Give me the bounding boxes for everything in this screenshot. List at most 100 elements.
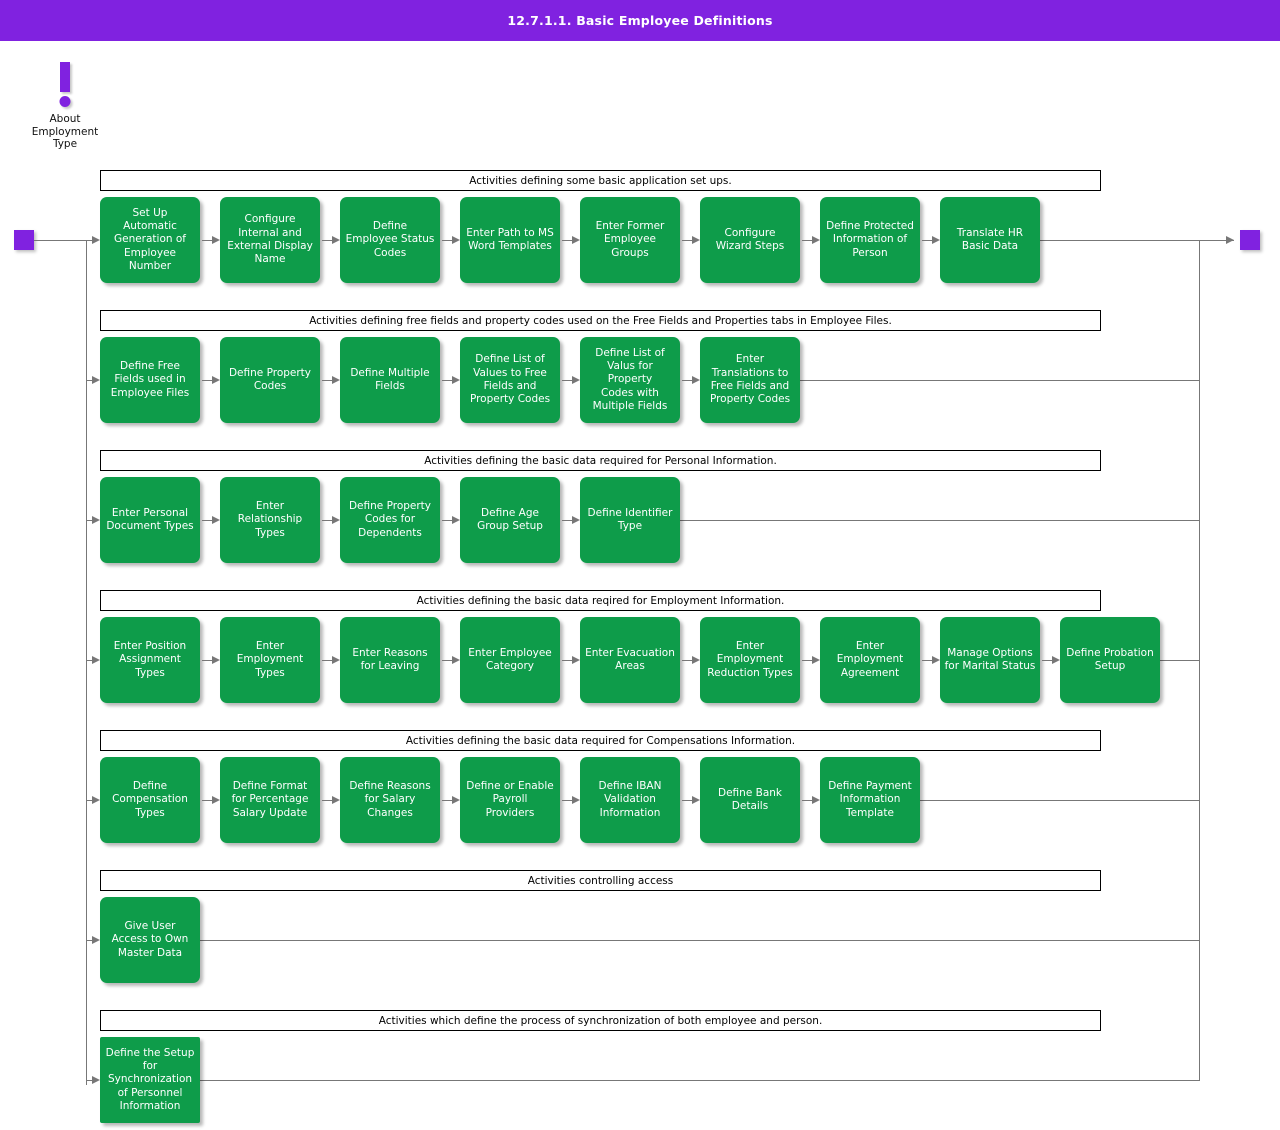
node-define-compensation-types[interactable]: Define Compensation Types bbox=[100, 757, 200, 843]
connector-seg bbox=[442, 380, 456, 381]
node-define-payment-information-template[interactable]: Define Payment Information Template bbox=[820, 757, 920, 843]
connector-seg bbox=[922, 660, 936, 661]
connector-arrow bbox=[332, 655, 340, 664]
node-define-format-for-percentage-salary-update[interactable]: Define Format for Percentage Salary Upda… bbox=[220, 757, 320, 843]
group-header-compensations-information: Activities defining the basic data requi… bbox=[100, 730, 1101, 751]
connector-seg bbox=[562, 660, 576, 661]
connector-arrow bbox=[452, 655, 460, 664]
node-manage-options-for-marital-status[interactable]: Manage Options for Marital Status bbox=[940, 617, 1040, 703]
node-set-up-automatic-generation-of-employee-number[interactable]: Set Up Automatic Generation of Employee … bbox=[100, 197, 200, 283]
connector-arrow bbox=[332, 515, 340, 524]
node-enter-former-employee-groups[interactable]: Enter Former Employee Groups bbox=[580, 197, 680, 283]
node-define-protected-information-of-person[interactable]: Define Protected Information of Person bbox=[820, 197, 920, 283]
start-terminator[interactable] bbox=[14, 230, 34, 250]
connector-row1-out bbox=[1040, 240, 1234, 241]
connector-seg bbox=[442, 240, 456, 241]
connector-row6-out bbox=[200, 940, 1200, 941]
node-define-age-group-setup[interactable]: Define Age Group Setup bbox=[460, 477, 560, 563]
connector-branch-h bbox=[86, 800, 96, 801]
connector-seg bbox=[202, 660, 216, 661]
connector-seg bbox=[682, 800, 696, 801]
connector-seg bbox=[202, 520, 216, 521]
exclamation-mark-icon bbox=[22, 62, 108, 110]
node-define-property-codes[interactable]: Define Property Codes bbox=[220, 337, 320, 423]
node-define-iban-validation-information[interactable]: Define IBAN Validation Information bbox=[580, 757, 680, 843]
connector-left-spine bbox=[86, 240, 87, 1085]
connector-seg bbox=[1042, 660, 1056, 661]
connector-arrow bbox=[452, 375, 460, 384]
connector-arrow bbox=[92, 515, 100, 524]
connector-arrow bbox=[572, 655, 580, 664]
connector-seg bbox=[802, 660, 816, 661]
note-caption: About Employment Type bbox=[31, 113, 99, 150]
node-configure-internal-and-external-display-name[interactable]: Configure Internal and External Display … bbox=[220, 197, 320, 283]
connector-row2-up bbox=[1199, 240, 1200, 380]
connector-arrow bbox=[92, 655, 100, 664]
connector-arrow bbox=[92, 375, 100, 384]
node-enter-translations-to-free-fields-and-property-codes[interactable]: Enter Translations to Free Fields and Pr… bbox=[700, 337, 800, 423]
connector-arrow bbox=[932, 235, 940, 244]
connector-row7-out bbox=[200, 1080, 1200, 1081]
node-define-employee-status-codes[interactable]: Define Employee Status Codes bbox=[340, 197, 440, 283]
connector-seg bbox=[442, 660, 456, 661]
connector-seg bbox=[682, 380, 696, 381]
connector-row3-out bbox=[680, 520, 1200, 521]
node-enter-employee-category[interactable]: Enter Employee Category bbox=[460, 617, 560, 703]
connector-arrow bbox=[92, 795, 100, 804]
connector-row2-out bbox=[800, 380, 1200, 381]
connector-seg bbox=[442, 520, 456, 521]
node-define-free-fields-used-in-employee-files[interactable]: Define Free Fields used in Employee File… bbox=[100, 337, 200, 423]
connector-arrow bbox=[812, 795, 820, 804]
connector-arrow bbox=[692, 795, 700, 804]
connector-row5-out bbox=[920, 800, 1200, 801]
node-define-property-codes-for-dependents[interactable]: Define Property Codes for Dependents bbox=[340, 477, 440, 563]
exclamation-bar bbox=[60, 62, 70, 92]
connector-start-h bbox=[34, 240, 96, 241]
node-enter-path-to-ms-word-templates[interactable]: Enter Path to MS Word Templates bbox=[460, 197, 560, 283]
node-enter-employment-reduction-types[interactable]: Enter Employment Reduction Types bbox=[700, 617, 800, 703]
connector-branch-h bbox=[86, 1080, 96, 1081]
node-enter-employment-agreement[interactable]: Enter Employment Agreement bbox=[820, 617, 920, 703]
connector-arrow bbox=[332, 235, 340, 244]
node-enter-position-assignment-types[interactable]: Enter Position Assignment Types bbox=[100, 617, 200, 703]
node-define-list-of-valus-for-property-codes-with-multiple-fields[interactable]: Define List of Valus for Property Codes … bbox=[580, 337, 680, 423]
connector-arrow bbox=[812, 235, 820, 244]
connector-row3-up bbox=[1199, 380, 1200, 520]
connector-arrow bbox=[692, 375, 700, 384]
node-give-user-access-to-own-master-data[interactable]: Give User Access to Own Master Data bbox=[100, 897, 200, 983]
connector-branch-h bbox=[86, 940, 96, 941]
connector-row4-up bbox=[1199, 520, 1200, 660]
connector-branch-h bbox=[86, 380, 96, 381]
group-header-synchronization: Activities which define the process of s… bbox=[100, 1010, 1101, 1031]
connector-row5-up bbox=[1199, 660, 1200, 800]
connector-seg bbox=[322, 380, 336, 381]
node-define-list-of-values-to-free-fields-and-property-codes[interactable]: Define List of Values to Free Fields and… bbox=[460, 337, 560, 423]
end-terminator[interactable] bbox=[1240, 230, 1260, 250]
connector-branch-h bbox=[86, 660, 96, 661]
node-define-reasons-for-salary-changes[interactable]: Define Reasons for Salary Changes bbox=[340, 757, 440, 843]
connector-seg bbox=[322, 660, 336, 661]
node-define-identifier-type[interactable]: Define Identifier Type bbox=[580, 477, 680, 563]
node-define-bank-details[interactable]: Define Bank Details bbox=[700, 757, 800, 843]
connector-arrow bbox=[932, 655, 940, 664]
node-define-the-setup-for-synchronization-of-personnel-information[interactable]: Define the Setup for Synchronization of … bbox=[100, 1037, 200, 1123]
connector-arrow bbox=[92, 935, 100, 944]
node-translate-hr-basic-data[interactable]: Translate HR Basic Data bbox=[940, 197, 1040, 283]
about-employment-type-note[interactable]: About Employment Type bbox=[22, 62, 108, 151]
connector-seg bbox=[442, 800, 456, 801]
node-enter-employment-types[interactable]: Enter Employment Types bbox=[220, 617, 320, 703]
node-enter-evacuation-areas[interactable]: Enter Evacuation Areas bbox=[580, 617, 680, 703]
connector-arrow bbox=[212, 375, 220, 384]
node-enter-personal-document-types[interactable]: Enter Personal Document Types bbox=[100, 477, 200, 563]
node-define-probation-setup[interactable]: Define Probation Setup bbox=[1060, 617, 1160, 703]
node-configure-wizard-steps[interactable]: Configure Wizard Steps bbox=[700, 197, 800, 283]
connector-arrow bbox=[572, 235, 580, 244]
node-define-multiple-fields[interactable]: Define Multiple Fields bbox=[340, 337, 440, 423]
group-header-free-fields: Activities defining free fields and prop… bbox=[100, 310, 1101, 331]
connector-arrow bbox=[692, 655, 700, 664]
group-header-personal-information: Activities defining the basic data requi… bbox=[100, 450, 1101, 471]
node-enter-relationship-types[interactable]: Enter Relationship Types bbox=[220, 477, 320, 563]
node-define-or-enable-payroll-providers[interactable]: Define or Enable Payroll Providers bbox=[460, 757, 560, 843]
node-enter-reasons-for-leaving[interactable]: Enter Reasons for Leaving bbox=[340, 617, 440, 703]
